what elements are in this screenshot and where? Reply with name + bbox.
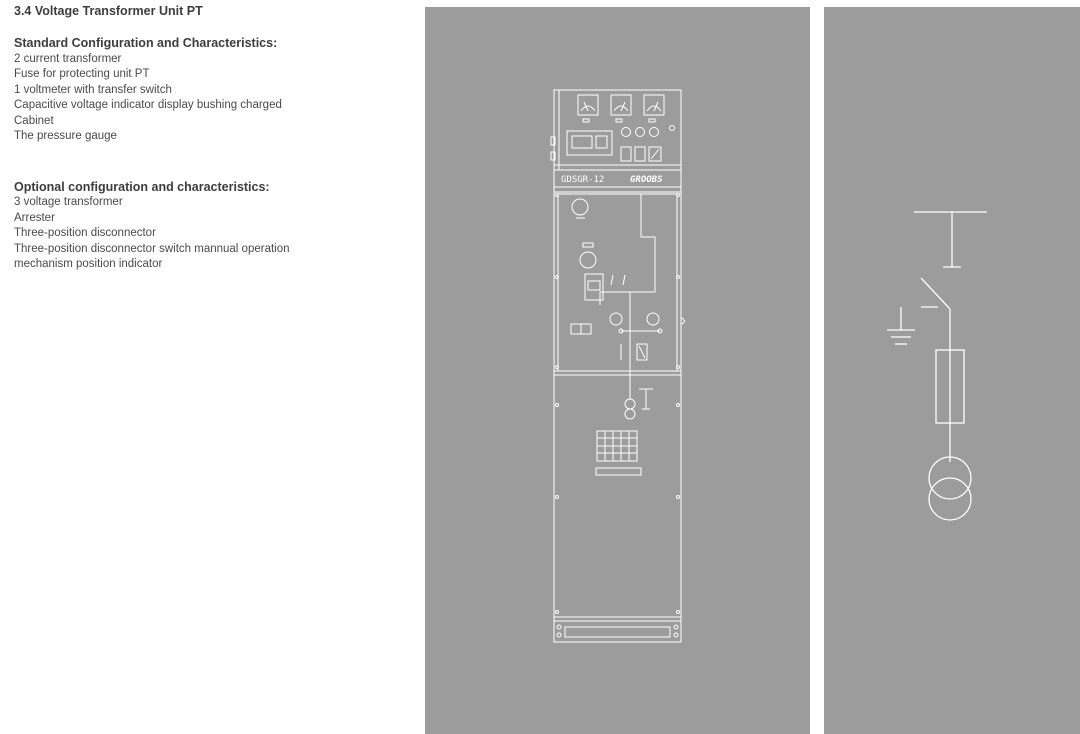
voltmeter-gauge [643, 94, 665, 116]
voltage-transformer-symbol [928, 456, 972, 521]
list-item: Three-position disconnector switch mannu… [14, 242, 290, 271]
standard-config-list: 2 current transformer Fuse for protectin… [14, 52, 414, 145]
list-item: Three-position disconnector [14, 227, 156, 239]
busbar-symbol [914, 211, 987, 268]
optional-config-section: Optional configuration and characteristi… [14, 180, 414, 273]
list-item: Cabinet [14, 114, 54, 127]
voltmeter-gauge [610, 94, 632, 116]
list-item: Capacitive voltage indicator display bus… [14, 99, 282, 111]
cabinet-model-label: GDSGR-12 [561, 175, 604, 185]
nameplate-band [553, 169, 682, 188]
list-item: 2 current transformer [14, 52, 122, 65]
list-item: Arrester [14, 211, 55, 224]
optional-config-list: 3 voltage transformer Arrester Three-pos… [14, 195, 414, 273]
cabinet-front-view: GDSGR-12 GROOBS [550, 89, 686, 643]
standard-config-heading: Standard Configuration and Characteristi… [14, 36, 278, 50]
list-item: 3 voltage transformer [14, 196, 123, 208]
multifunction-display [566, 130, 613, 156]
cable-door-label [595, 467, 642, 476]
list-item: 1 voltmeter with transfer switch [14, 83, 172, 96]
fuse-symbol [935, 349, 965, 462]
voltmeter-gauge [577, 94, 599, 116]
disconnector-switch-symbol [920, 277, 951, 350]
standard-config-section: Standard Configuration and Characteristi… [14, 36, 414, 145]
cabinet-drawing-panel: GDSGR-12 GROOBS [425, 7, 810, 734]
list-item: The pressure gauge [14, 130, 117, 142]
cabinet-outline [553, 89, 682, 643]
indicator-lamp [579, 251, 597, 269]
schematic-panel [824, 7, 1080, 734]
section-title: 3.4 Voltage Transformer Unit PT [14, 4, 203, 18]
list-item: Fuse for protecting unit PT [14, 68, 150, 80]
position-indicator [584, 273, 604, 301]
earthing-switch-symbol [887, 306, 938, 345]
ventilation-grille [596, 430, 638, 462]
single-line-diagram [887, 211, 987, 521]
cabinet-brand-label: GROOBS [630, 175, 663, 185]
text-column: 3.4 Voltage Transformer Unit PT Standard… [14, 0, 414, 273]
pressure-gauge [571, 198, 589, 216]
optional-config-heading: Optional configuration and characteristi… [14, 179, 270, 194]
